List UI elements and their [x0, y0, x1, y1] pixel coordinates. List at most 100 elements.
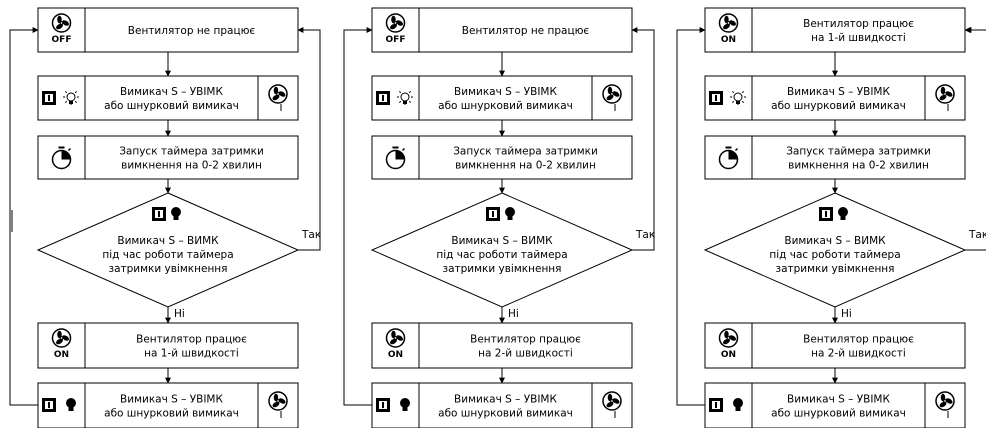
loop-back-arrow: [9, 27, 39, 406]
fan-icon: [935, 84, 955, 104]
loop-back-arrow: [676, 27, 706, 406]
switch-on-text-line: Вимикач S – УВІМК: [454, 394, 557, 406]
decision-text-line: під час роботи таймера: [102, 249, 233, 261]
switch-on-text-line: або шнурковий вимикач: [104, 408, 239, 420]
timer-text-line: Запуск таймера затримки: [119, 146, 264, 158]
flow-column-3: ON Вентилятор працює на 1-й швидкостіВимик…: [676, 7, 986, 428]
wall-switch-icon: [376, 91, 390, 105]
start-state-box: OFF Вентилятор не працює: [371, 7, 633, 53]
wall-switch-icon: [152, 207, 166, 221]
wall-switch-icon: [486, 207, 500, 221]
switch-on-text-line: Вимикач S – УВІМК: [787, 86, 890, 98]
yes-branch-arrow: [297, 27, 321, 251]
fan-on-icon: [51, 328, 72, 348]
fan-off-label: OFF: [386, 35, 406, 45]
fan-on-icon: [718, 13, 739, 33]
pull-cord-fan-icon: [602, 84, 622, 111]
bulb-on-icon: [62, 90, 80, 106]
pull-cord-fan-icon: [602, 391, 622, 418]
switch-on-box: Вимикач S – УВІМК або шнурковий вимикач: [37, 75, 299, 121]
timer-text-line: вимкнення на 0-2 хвилин: [121, 160, 262, 172]
switch-on-text-line: або шнурковий вимикач: [771, 100, 906, 112]
start-state-text-line: Вентилятор працює: [803, 18, 914, 30]
fan-on-icon: [718, 328, 739, 348]
wall-switch-icon: [709, 91, 723, 105]
fan-icon: [602, 84, 622, 104]
bulb-icon: [505, 207, 515, 220]
decision-yes-label: Так: [301, 229, 321, 241]
timer-text-line: Запуск таймера затримки: [453, 146, 598, 158]
wall-switch-icon: [819, 207, 833, 221]
loop-back-arrow: [343, 27, 373, 406]
switch-on-text-line: Вимикач S – УВІМК: [454, 86, 557, 98]
bulb-icon: [171, 207, 181, 220]
decision-text-line: затримки увімкнення: [108, 263, 227, 275]
start-state-text-line: Вентилятор не працює: [128, 25, 256, 37]
pull-cord-fan-icon: [268, 391, 288, 418]
bulb-icon: [838, 207, 848, 220]
decision-text-line: затримки увімкнення: [442, 263, 561, 275]
bulb-icon: [400, 398, 410, 411]
run-state-text-line: на 1-й швидкості: [144, 348, 239, 360]
fan-on-label: ON: [721, 35, 736, 45]
bulb-icon: [66, 398, 76, 411]
decision-text-line: під час роботи таймера: [436, 249, 567, 261]
switch-on-text-line: Вимикач S – УВІМК: [787, 394, 890, 406]
start-state-text-line: Вентилятор не працює: [462, 25, 590, 37]
decision-text-line: Вимикач S – ВИМК: [784, 235, 886, 247]
timer-text-line: вимкнення на 0-2 хвилин: [455, 160, 596, 172]
switch-on-text-line: Вимикач S – УВІМК: [120, 86, 223, 98]
switch-on-box: Вимикач S – УВІМК або шнурковий вимикач: [371, 75, 633, 121]
timer-box: Запуск таймера затримки вимкнення на 0-2 …: [37, 135, 299, 180]
fan-icon: [602, 391, 622, 411]
wall-switch-icon: [42, 398, 56, 412]
switch-on-text-line: або шнурковий вимикач: [438, 100, 573, 112]
pull-cord-fan-icon: [935, 84, 955, 111]
fan-off-icon: [51, 13, 72, 33]
wall-switch-icon: [376, 398, 390, 412]
fan-on-label: ON: [388, 350, 403, 360]
yes-branch-arrow: [631, 27, 655, 251]
decision-yes-label: Так: [635, 229, 655, 241]
fan-on-label: ON: [54, 350, 69, 360]
fan-on-label: ON: [721, 350, 736, 360]
switch-on-text-line: або шнурковий вимикач: [438, 408, 573, 420]
decision-no-label: Ні: [174, 308, 185, 320]
timer-icon: [718, 146, 739, 170]
decision-yes-label: Так: [968, 229, 986, 241]
wall-switch-icon: [42, 91, 56, 105]
timer-icon: [385, 146, 406, 170]
fan-icon: [268, 84, 288, 104]
decision-diamond: Вимикач S – ВИМК під час роботи таймера за…: [370, 192, 634, 308]
switch-on-box: Вимикач S – УВІМК або шнурковий вимикач: [37, 382, 299, 428]
bulb-on-icon: [396, 90, 414, 106]
decision-no-label: Ні: [508, 308, 519, 320]
bulb-icon: [733, 398, 743, 411]
timer-box: Запуск таймера затримки вимкнення на 0-2 …: [704, 135, 966, 180]
decision-text-line: під час роботи таймера: [769, 249, 900, 261]
switch-on-box: Вимикач S – УВІМК або шнурковий вимикач: [371, 382, 633, 428]
timer-text-line: Запуск таймера затримки: [786, 146, 931, 158]
start-state-box: ON Вентилятор працює на 1-й швидкості: [704, 7, 966, 53]
timer-icon: [51, 146, 72, 170]
pull-cord-fan-icon: [268, 84, 288, 111]
timer-text-line: вимкнення на 0-2 хвилин: [788, 160, 929, 172]
wall-switch-icon: [709, 398, 723, 412]
switch-on-text-line: Вимикач S – УВІМК: [120, 394, 223, 406]
fan-on-icon: [385, 328, 406, 348]
fan-icon: [268, 391, 288, 411]
switch-on-text-line: або шнурковий вимикач: [104, 100, 239, 112]
switch-on-box: Вимикач S – УВІМК або шнурковий вимикач: [704, 75, 966, 121]
decision-text-line: Вимикач S – ВИМК: [451, 235, 553, 247]
bulb-on-icon: [729, 90, 747, 106]
yes-branch-arrow: [964, 27, 986, 251]
start-state-text-line: на 1-й швидкості: [811, 32, 906, 44]
